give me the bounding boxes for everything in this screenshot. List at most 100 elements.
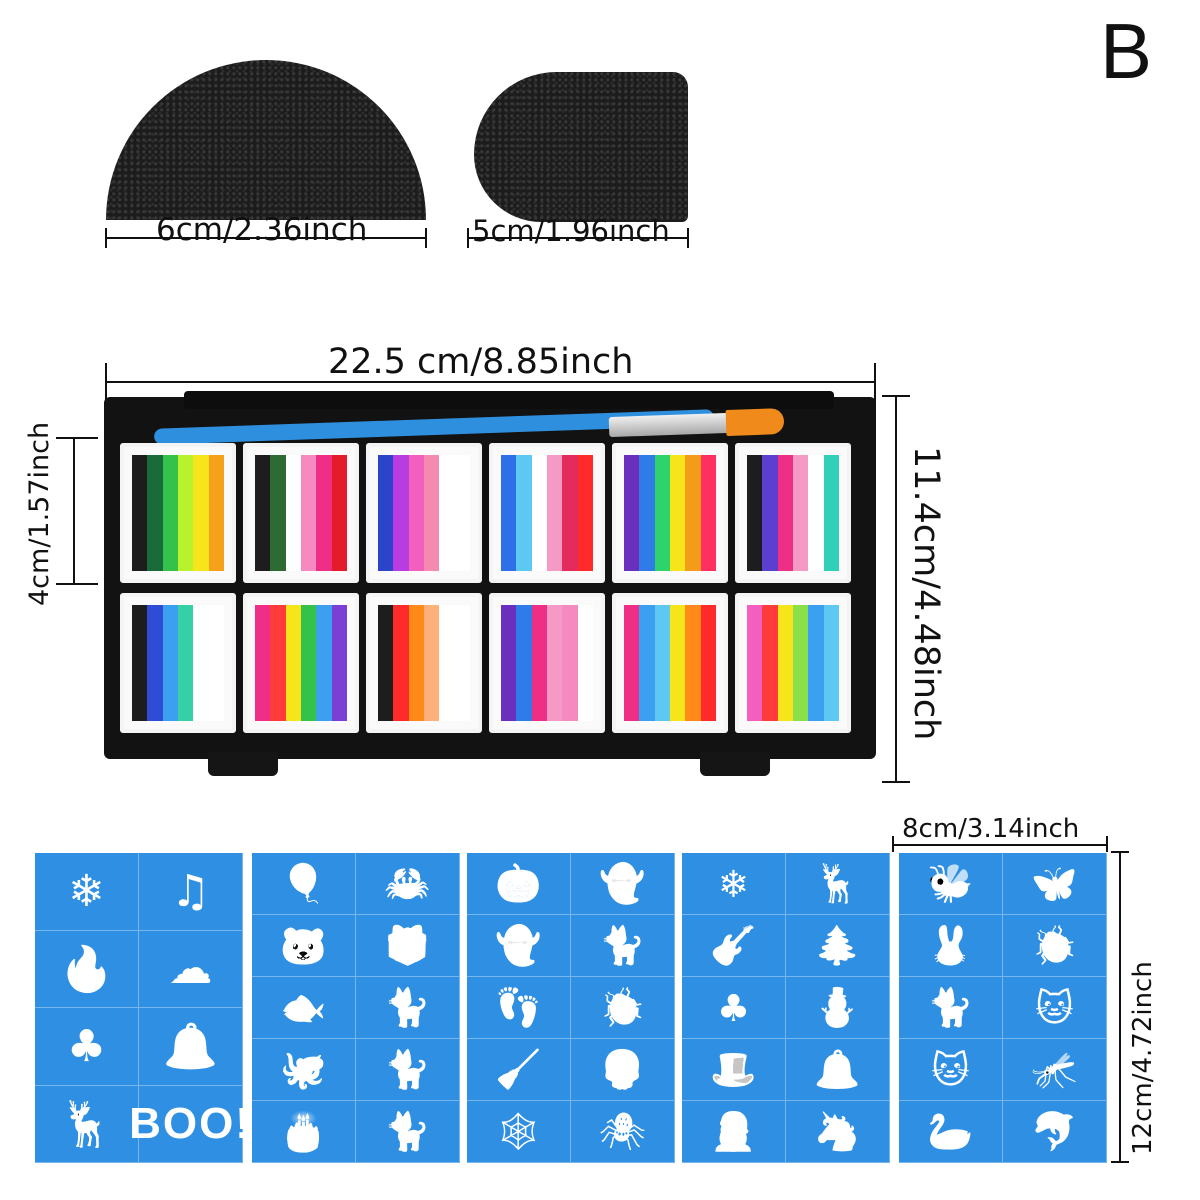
paint-pan	[366, 443, 482, 583]
brush-ferrule	[608, 412, 730, 438]
paint-stripe	[516, 605, 532, 721]
paint-stripe	[562, 605, 578, 721]
large-sponge-size-label: 6cm/2.36inch	[156, 212, 368, 248]
paint-stripe	[685, 605, 701, 721]
paint-stripe	[639, 455, 655, 571]
paint-stripe	[808, 605, 824, 721]
paint-stripe	[531, 605, 547, 721]
paint-stripe	[378, 455, 394, 571]
large-sponge-dimension-line	[106, 237, 426, 239]
stencil-shape-icon: 🦌	[786, 853, 890, 915]
palette-height-tick-bottom	[882, 781, 910, 783]
paint-stripe	[408, 605, 424, 721]
stencil-shape-icon: ❄	[682, 853, 786, 915]
stencil-shape-icon: 🐞	[1003, 915, 1107, 977]
stencil-shape-icon: 🎈	[252, 853, 356, 915]
stencil-shape-icon: 🦋	[1003, 853, 1107, 915]
paint-stripe	[208, 455, 224, 571]
pan-height-tick-top	[56, 437, 98, 439]
stencil-shape-icon: 🐈	[356, 977, 460, 1039]
brush-tip	[725, 407, 785, 437]
stencil-shape-icon: 🦄	[786, 1101, 890, 1163]
paint-pan-colors	[624, 605, 716, 721]
palette-width-tick-right	[874, 363, 876, 403]
large-sponge-dimension-tick-left	[105, 228, 107, 248]
paint-stripe	[193, 455, 209, 571]
paint-stripe	[669, 455, 686, 571]
palette-width-dimension-line	[106, 381, 876, 383]
stencil-shape-icon: 🧹	[467, 1039, 571, 1101]
paint-stripe	[747, 455, 763, 571]
stencil-shape-icon: 🐬	[1003, 1101, 1107, 1163]
stencil-shape-icon: 🦀	[356, 853, 460, 915]
stencil-shape-icon: ⛄	[786, 977, 890, 1039]
paint-stripe	[331, 605, 347, 721]
face-paint-palette	[104, 391, 876, 776]
stencil-sheet: ❄🦌🎸🌲♣⛄🎩🔔🎅🦄	[682, 853, 890, 1163]
paint-stripe	[516, 455, 532, 571]
paint-stripe	[423, 605, 440, 721]
small-sponge-dimension-tick-right	[687, 228, 689, 248]
stencil-shape-icon: 🕸	[467, 1101, 571, 1163]
stencil-shape-icon: 🎂	[252, 1101, 356, 1163]
small-sponge-dimension-line	[468, 237, 688, 239]
paint-stripe	[792, 605, 809, 721]
palette-height-dimension-line	[895, 396, 897, 782]
stencil-shape-icon: 🎅	[682, 1101, 786, 1163]
palette-foot-left	[208, 752, 278, 776]
paint-stripe	[624, 455, 640, 571]
paint-pan-colors	[624, 455, 716, 571]
paint-pan	[489, 593, 605, 733]
paint-stripe	[255, 605, 271, 721]
paint-stripe	[546, 605, 563, 721]
stencil-shape-icon: ☁	[139, 930, 243, 1008]
paint-stripe	[177, 605, 194, 721]
paint-stripe	[285, 455, 301, 571]
palette-height-tick-top	[882, 395, 910, 397]
paint-stripe	[162, 455, 178, 571]
stencil-shape-icon: 🐟	[252, 977, 356, 1039]
stencil-height-label: 12cm/4.72inch	[1128, 961, 1158, 1155]
stencil-sheet: 🐝🦋🐰🐞🐈🐱🐱🦟🦢🐬	[899, 853, 1107, 1163]
paint-stripe	[147, 605, 163, 721]
small-sponge-image	[474, 72, 688, 222]
stencil-shape-icon: ♣	[682, 977, 786, 1039]
paint-stripe	[700, 455, 716, 571]
stencil-boo-text: BOO!	[129, 1085, 250, 1163]
stencil-shape-icon: 👻	[571, 853, 675, 915]
stencil-shape-icon: 🐈	[571, 915, 675, 977]
paint-stripe	[177, 455, 194, 571]
paint-stripe	[439, 605, 455, 721]
paint-stripe	[393, 455, 409, 571]
small-sponge-dimension-tick-left	[467, 228, 469, 248]
paint-stripe	[193, 605, 209, 721]
paint-stripe	[562, 455, 578, 571]
paint-stripe	[147, 455, 163, 571]
stencil-width-label: 8cm/3.14inch	[902, 814, 1080, 844]
paint-stripe	[393, 605, 409, 721]
paint-pan	[120, 593, 236, 733]
paint-pan	[366, 593, 482, 733]
stencil-height-dimension-line	[1119, 852, 1121, 1162]
paint-stripe	[577, 605, 593, 721]
paint-pan-colors	[132, 455, 224, 571]
palette-foot-right	[700, 752, 770, 776]
stencil-shape-icon: 🐞	[571, 977, 675, 1039]
paint-stripe	[408, 455, 424, 571]
paint-stripe	[792, 455, 809, 571]
stencil-shape-icon: 🔥	[35, 930, 139, 1008]
paint-pan-colors	[378, 605, 470, 721]
stencil-shape-icon: 🐰	[899, 915, 1003, 977]
stencil-shape-icon: ♫	[139, 853, 243, 931]
small-sponge-size-label: 5cm/1.96inch	[472, 214, 670, 248]
stencil-shape-icon: 💀	[571, 1039, 675, 1101]
stencil-sheet: 🎈🦀🐼🎁🐟🐈🐙🐈🎂🐈	[252, 853, 460, 1163]
stencil-shape-icon: 🔔	[139, 1008, 243, 1086]
stencil-shape-icon: 🎃	[467, 853, 571, 915]
variant-label: B	[1100, 7, 1153, 95]
paint-pan	[489, 443, 605, 583]
stencil-sheet: 🎃👻👻🐈👣🐞🧹💀🕸🕷	[467, 853, 675, 1163]
paint-stripe	[685, 455, 701, 571]
stencil-shape-icon: 🌲	[786, 915, 890, 977]
paint-stripe	[423, 455, 440, 571]
